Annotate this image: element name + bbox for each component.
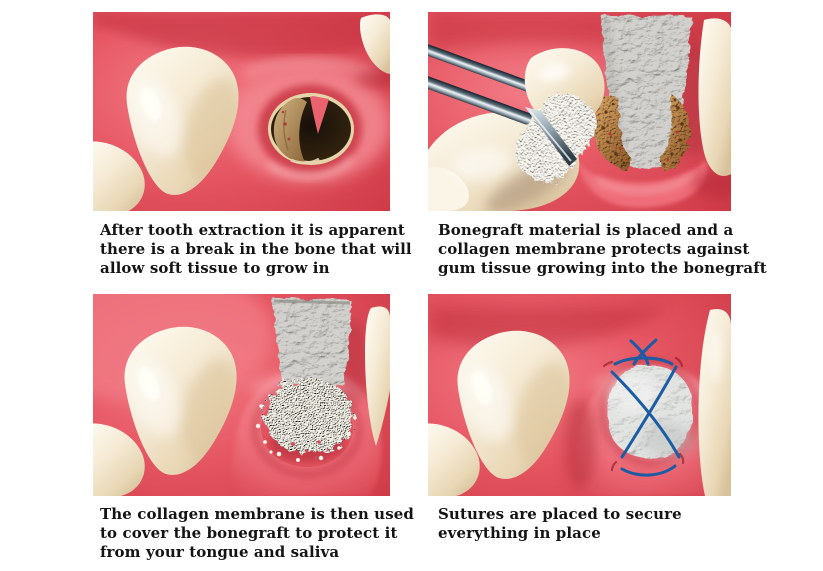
collagen-membrane-column: [273, 298, 351, 386]
extraction-socket: [258, 85, 362, 180]
panel-sutures: [428, 294, 731, 496]
gum-ridge: [578, 160, 708, 208]
suture-bottom-arc: [620, 464, 677, 477]
tooth-right: [365, 306, 390, 446]
panel-membrane-cover: [93, 294, 390, 496]
panel-extraction: [93, 12, 390, 211]
caption-extraction: After tooth extraction it is apparent th…: [100, 221, 412, 277]
bonegraft-column: [601, 16, 691, 168]
caption-bonegraft-placement: Bonegraft material is placed and a colla…: [438, 221, 767, 277]
suture-knot: [632, 338, 658, 366]
caption-sutures: Sutures are placed to secure everything …: [438, 505, 682, 542]
illustration-extraction-socket: [93, 12, 390, 211]
tweezers-lower-arm: [428, 75, 577, 166]
illustration-membrane-cover: [93, 294, 390, 496]
suture-cross-a: [610, 370, 681, 459]
illustration-bonegraft-placement: [428, 12, 731, 211]
illustration-sutures: [428, 294, 731, 496]
bonegraft-granules: [255, 378, 357, 462]
caption-membrane-cover: The collagen membrane is then used to co…: [100, 505, 414, 561]
tooth-upper-right: [357, 14, 390, 88]
suture-entry-slits: [602, 356, 685, 472]
tooth-right: [698, 308, 731, 496]
bone-break-gap: [310, 96, 329, 134]
suture-cross-b: [620, 365, 678, 459]
bone-wall-left: [273, 97, 307, 162]
panel-bonegraft-placement: [428, 12, 731, 211]
socket-bone-walls: [592, 94, 691, 172]
tooth-right: [692, 18, 731, 199]
sutures: [610, 338, 681, 477]
